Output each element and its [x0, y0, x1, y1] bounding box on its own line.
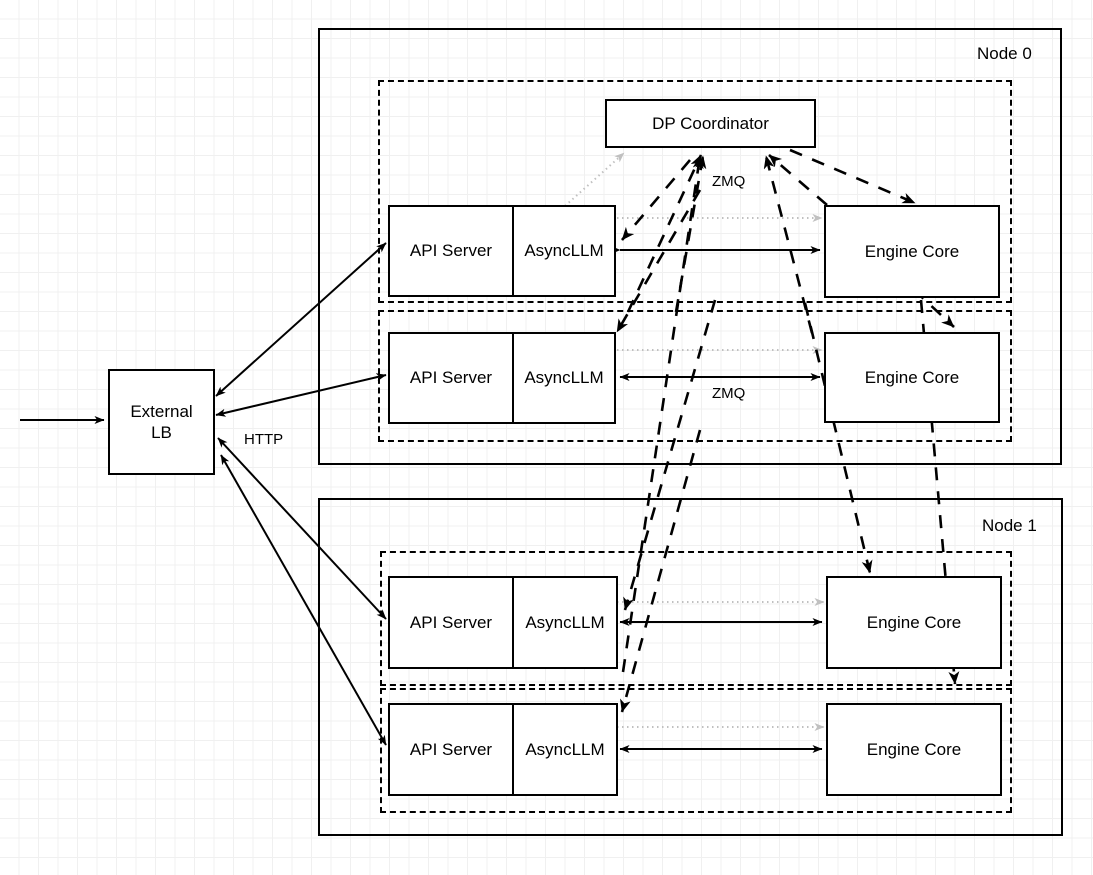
api-server-box-node0-dp0[interactable]: API Server AsyncLLM — [388, 205, 616, 297]
external-lb-box[interactable]: External LB — [108, 369, 215, 475]
async-llm-label: AsyncLLM — [524, 241, 604, 260]
node-container-node1 — [318, 498, 1063, 836]
async-llm-cell-node0-dp0[interactable]: AsyncLLM — [514, 207, 614, 295]
dp-group-node1-dp0 — [380, 551, 1012, 686]
arrow-coordinator-to-node1-dp0-asyncllm — [623, 299, 717, 611]
arrow-lb-node0-dp0 — [215, 242, 387, 397]
async-llm-label: AsyncLLM — [525, 739, 605, 759]
external-lb-text: External LB — [130, 401, 192, 444]
arrow-zmq-coordinator-from-node0-engine0 — [768, 154, 828, 206]
arrow-coordinator-to-node0-dp0-asyncllm — [621, 159, 691, 241]
api-server-cell-node1-dp1[interactable]: API Server — [390, 705, 514, 794]
dp-group-node1-dp1 — [380, 688, 1012, 813]
zmq-label-top: ZMQ — [712, 173, 746, 190]
api-server-label: API Server — [409, 368, 493, 387]
api-server-cell-node0-dp1[interactable]: API Server — [390, 334, 514, 422]
external-lb-line2: LB — [151, 423, 172, 442]
api-server-label: API Server — [409, 739, 493, 759]
arrow-lb-node1-dp1 — [220, 454, 387, 746]
engine-core-box-node0-dp0[interactable]: Engine Core — [824, 205, 1000, 298]
async-llm-label: AsyncLLM — [525, 612, 605, 632]
dp-group-node0-dp0 — [378, 80, 1012, 303]
dp-group-node0-dp1 — [378, 310, 1012, 442]
async-llm-cell-node0-dp1[interactable]: AsyncLLM — [514, 334, 614, 422]
engine-core-label: Engine Core — [864, 367, 960, 387]
engine-core-label: Engine Core — [866, 739, 962, 759]
arrow-coordinator-to-node1-dp1-asyncllm — [620, 429, 702, 713]
node-container-node0 — [318, 28, 1062, 465]
http-label: HTTP — [244, 431, 284, 448]
arrow-coordinator-to-node0-dp1-asyncllm — [615, 189, 702, 333]
zmq-label-mid: ZMQ — [712, 385, 746, 402]
engine-core-label: Engine Core — [864, 241, 960, 261]
async-llm-label: AsyncLLM — [524, 368, 604, 387]
async-llm-cell-node1-dp0[interactable]: AsyncLLM — [514, 578, 616, 667]
dp-coordinator-label: DP Coordinator — [652, 113, 769, 133]
api-server-cell-node0-dp0[interactable]: API Server — [390, 207, 514, 295]
api-server-box-node1-dp0[interactable]: API Server AsyncLLM — [388, 576, 618, 669]
node-label-node0: Node 0 — [977, 44, 1032, 63]
engine-core-box-node1-dp1[interactable]: Engine Core — [826, 703, 1002, 796]
external-lb-line1: External — [130, 401, 193, 421]
engine-core-box-node0-dp1[interactable]: Engine Core — [824, 332, 1000, 423]
arrow-dotted-asyncllm-coordinator — [564, 152, 625, 207]
dp-coordinator-box[interactable]: DP Coordinator — [605, 99, 816, 148]
api-server-label: API Server — [409, 612, 493, 632]
api-server-box-node0-dp1[interactable]: API Server AsyncLLM — [388, 332, 616, 424]
arrow-zmq-coordinator-from-node1-dp0 — [621, 155, 704, 673]
arrow-zmq-coordinator-from-node0-dp0-asyncllm — [626, 154, 703, 313]
engine-core-box-node1-dp0[interactable]: Engine Core — [826, 576, 1002, 669]
arrow-lb-node0-dp1 — [215, 373, 387, 417]
api-server-box-node1-dp1[interactable]: API Server AsyncLLM — [388, 703, 618, 796]
api-server-cell-node1-dp0[interactable]: API Server — [390, 578, 514, 667]
node-label-node1: Node 1 — [982, 516, 1037, 535]
async-llm-cell-node1-dp1[interactable]: AsyncLLM — [514, 705, 616, 794]
engine-core-label: Engine Core — [866, 612, 962, 632]
api-server-label: API Server — [409, 241, 493, 260]
